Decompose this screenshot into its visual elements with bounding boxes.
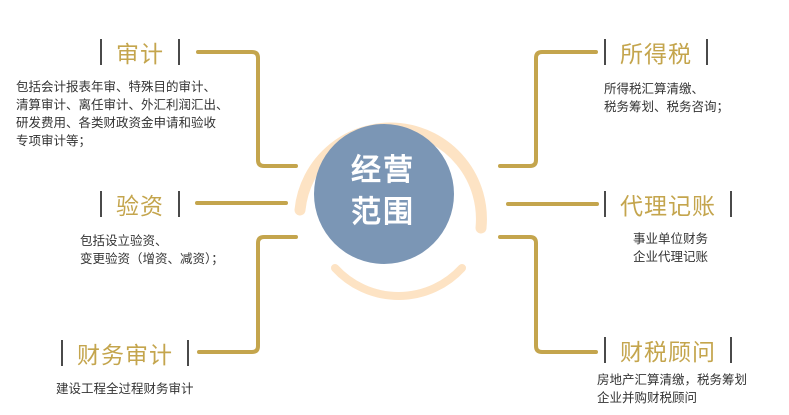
connector-tax-consulting (498, 235, 598, 354)
node-tax-consulting-title: 财税顾问 (604, 334, 732, 366)
node-audit-title-text: 审计 (116, 42, 164, 68)
divider-bar (178, 191, 180, 217)
divider-bar (100, 191, 102, 217)
node-capital-verification-description: 包括设立验资、 变更验资（增资、减资）； (80, 233, 224, 266)
node-financial-audit-title: 财务审计 (61, 337, 189, 369)
node-bookkeeping-title-text: 代理记账 (620, 194, 716, 220)
node-income-tax-description: 所得税汇算清缴、 税务筹划、税务咨询； (604, 81, 730, 114)
node-financial-audit-title-text: 财务审计 (77, 343, 173, 369)
divider-bar (730, 191, 732, 217)
node-capital-verification-title-text: 验资 (116, 194, 164, 220)
node-tax-consulting-title-text: 财税顾问 (620, 340, 716, 366)
divider-bar (61, 340, 63, 366)
connector-income-tax (498, 50, 598, 168)
center-label-line1: 经营 (351, 153, 415, 188)
node-audit-description: 包括会计报表年审、特殊目的审计、 清算审计、离任审计、外汇利润汇出、 研发费用、… (16, 79, 229, 148)
divider-bar (604, 39, 606, 65)
divider-bar (604, 337, 606, 363)
node-capital-verification-title: 验资 (100, 188, 180, 220)
node-income-tax-title: 所得税 (604, 36, 708, 68)
center-label: 经营 范围 (318, 150, 448, 234)
divider-bar (187, 340, 189, 366)
connector-audit (196, 50, 298, 168)
divider-bar (604, 191, 606, 217)
node-audit-title: 审计 (100, 36, 180, 68)
connector-financial-audit (197, 235, 298, 354)
center-label-line2: 范围 (351, 195, 415, 230)
node-income-tax-title-text: 所得税 (620, 42, 692, 68)
node-financial-audit-description: 建设工程全过程财务审计 (56, 381, 194, 396)
node-tax-consulting-description: 房地产汇算清缴，税务筹划 企业并购财税顾问 (597, 372, 748, 405)
divider-bar (730, 337, 732, 363)
divider-bar (178, 39, 180, 65)
node-bookkeeping-title: 代理记账 (604, 188, 732, 220)
outer-arc-bottom (331, 264, 466, 300)
node-bookkeeping-description: 事业单位财务 企业代理记账 (633, 231, 709, 264)
center-circle (314, 124, 454, 264)
divider-bar (100, 39, 102, 65)
divider-bar (706, 39, 708, 65)
